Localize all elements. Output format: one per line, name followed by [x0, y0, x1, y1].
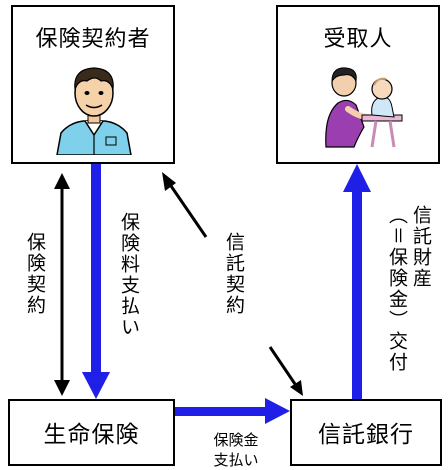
- insurance-contract-label: 保険契約: [24, 232, 46, 316]
- insurance-contract-arrow: [54, 173, 70, 396]
- payout-line-1: 保険金: [213, 431, 259, 449]
- policyholder-label: 保険契約者: [35, 27, 151, 52]
- policyholder-box: 保険契約者: [11, 5, 175, 164]
- trust-delivery-arrow: [343, 164, 371, 399]
- trust-bank-box: 信託銀行: [290, 399, 442, 466]
- insurance-payout-label: 保険金 支払い: [203, 430, 269, 470]
- beneficiary-box: 受取人: [276, 5, 440, 164]
- beneficiary-label: 受取人: [323, 27, 393, 52]
- mother-with-baby-icon: [325, 67, 403, 148]
- insurance-payout-arrow: [175, 398, 290, 424]
- trust-contract-label: 信託契約: [223, 232, 245, 316]
- premium-payment-arrow: [82, 164, 110, 399]
- trust-contract-arrow: [162, 172, 303, 396]
- insurer-box: 生命保険: [8, 399, 175, 466]
- insurer-label: 生命保険: [43, 422, 140, 448]
- premium-payment-label: 保険料支払い: [118, 212, 140, 338]
- trust-property-label: 信託財産: [410, 205, 432, 289]
- man-portrait-icon: [56, 67, 132, 155]
- delivered-label: （＝保険金）交付: [386, 205, 408, 373]
- payout-line-2: 支払い: [213, 451, 259, 469]
- trust-bank-label: 信託銀行: [318, 422, 414, 448]
